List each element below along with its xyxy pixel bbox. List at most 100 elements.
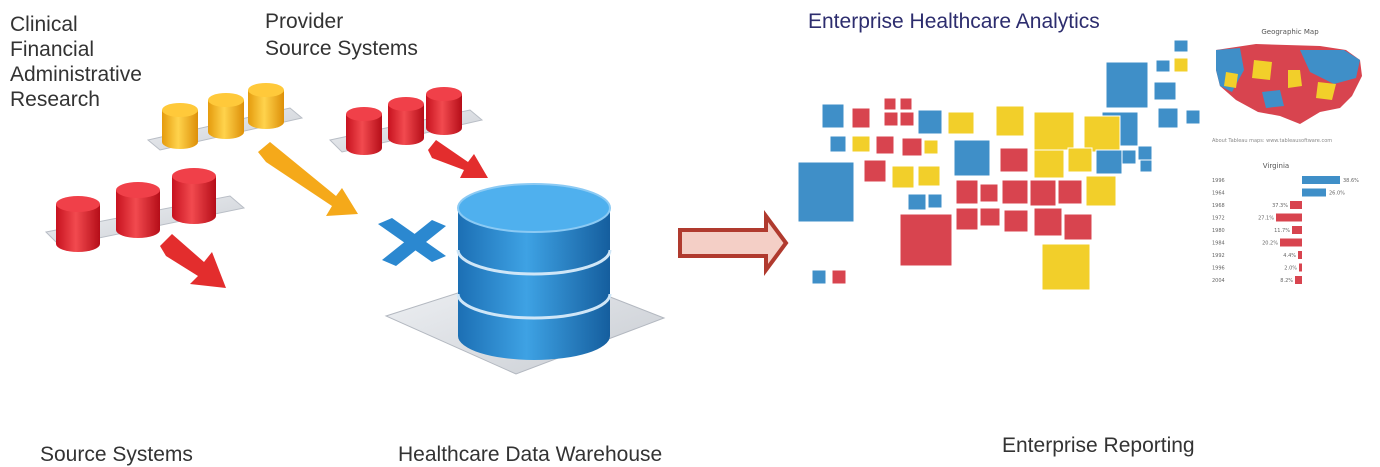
- bar-row-value: 26.0%: [1329, 191, 1345, 197]
- state-tile: [1185, 109, 1201, 125]
- state-tile: [979, 183, 999, 203]
- yellow-arrow-icon: [258, 142, 358, 216]
- state-tile: [1155, 59, 1171, 73]
- source-system-group: [44, 168, 246, 288]
- virginia-bar-chart: Virginia 1996 38.6% 1964 26.0% 1968 37.3% 1972…: [1212, 162, 1359, 284]
- data-categories-label: Clinical Financial Administrative Resear…: [10, 12, 142, 112]
- state-tile: [811, 269, 827, 285]
- state-tile: [1095, 149, 1123, 175]
- state-tile: [899, 111, 915, 127]
- bar-row-year: 1984: [1212, 241, 1225, 247]
- bar-row-year: 1996: [1212, 178, 1225, 184]
- state-tile: [1173, 39, 1189, 53]
- state-tile: [851, 135, 871, 153]
- bar-row-bar: [1299, 263, 1302, 272]
- bar-row-year: 1972: [1212, 216, 1225, 222]
- state-tile: [1173, 57, 1189, 73]
- state-tile: [1029, 179, 1057, 207]
- bar-row-bar: [1295, 276, 1302, 284]
- bar-row-bar: [1298, 251, 1302, 259]
- healthcare-data-warehouse-label: Healthcare Data Warehouse: [398, 443, 663, 466]
- bar-row-value: 38.6%: [1343, 178, 1359, 184]
- bar-row-bar: [1276, 213, 1302, 222]
- state-tile: [1157, 107, 1179, 129]
- category-administrative: Administrative: [10, 63, 142, 86]
- red-database-icon: [56, 168, 216, 252]
- state-tile: [979, 207, 1001, 227]
- state-tile: [907, 193, 927, 211]
- state-tile: [1067, 147, 1093, 173]
- bar-row-year: 1980: [1212, 228, 1225, 234]
- state-tile: [1121, 149, 1137, 165]
- bar-row-value: 27.1%: [1258, 216, 1274, 222]
- source-systems-label: Source Systems: [40, 443, 193, 466]
- state-tile: [999, 147, 1029, 173]
- tile-cartogram-map: [797, 39, 1201, 291]
- bar-row-value: 11.7%: [1274, 228, 1290, 234]
- flow-arrow-icon: [678, 209, 789, 277]
- bar-row-bar: [1302, 188, 1326, 197]
- map-footnote: About Tableau maps: www.tableausoftware.…: [1212, 138, 1332, 144]
- data-warehouse-database-icon: [384, 183, 666, 375]
- state-tile: [917, 165, 941, 187]
- state-tile: [927, 193, 943, 209]
- state-tile: [1137, 145, 1153, 161]
- bar-row-bar: [1292, 226, 1302, 234]
- state-tile: [1063, 213, 1093, 241]
- bar-row-value: 8.2%: [1280, 278, 1293, 284]
- state-tile: [883, 111, 899, 127]
- bar-row-year: 2004: [1212, 278, 1225, 284]
- state-tile: [863, 159, 887, 183]
- state-tile: [953, 139, 991, 177]
- bar-row-bar: [1302, 176, 1340, 184]
- red-database-icon: [346, 87, 462, 155]
- bar-panel-title: Virginia: [1263, 162, 1289, 170]
- state-tile: [1105, 61, 1149, 109]
- provider-line-2: Source Systems: [265, 37, 418, 60]
- provider-source-system-group: [146, 83, 358, 216]
- bar-row-value: 4.4%: [1283, 253, 1296, 259]
- state-tile: [1033, 207, 1063, 237]
- state-tile: [1033, 149, 1065, 179]
- bar-row-bar: [1290, 201, 1302, 209]
- yellow-database-icon: [162, 83, 284, 149]
- state-tile: [851, 107, 871, 129]
- state-tile: [1041, 243, 1091, 291]
- state-tile: [901, 137, 923, 157]
- state-tile: [1085, 175, 1117, 207]
- state-tile: [891, 165, 915, 189]
- state-tile: [955, 207, 979, 231]
- state-tile: [797, 161, 855, 223]
- bar-row-value: 2.0%: [1284, 266, 1297, 272]
- state-tile: [1057, 179, 1083, 205]
- bar-row-value: 37.3%: [1272, 203, 1288, 209]
- bar-row-value: 20.2%: [1262, 241, 1278, 247]
- state-tile: [883, 97, 897, 111]
- bar-row-year: 1964: [1212, 191, 1225, 197]
- state-tile: [917, 109, 943, 135]
- bar-row-year: 1996: [1212, 266, 1225, 272]
- geo-map-title: Geographic Map: [1261, 28, 1319, 36]
- provider-source-systems-label: Provider Source Systems: [265, 9, 418, 63]
- provider-line-1: Provider: [265, 10, 344, 33]
- enterprise-reporting-label: Enterprise Reporting: [1002, 434, 1195, 457]
- state-tile: [923, 139, 939, 155]
- state-tile: [899, 97, 913, 111]
- state-tile: [995, 105, 1025, 137]
- red-source-system-group: [328, 87, 488, 178]
- state-tile: [1139, 159, 1153, 173]
- bar-row-year: 1968: [1212, 203, 1225, 209]
- state-tile: [829, 135, 847, 153]
- category-financial: Financial: [10, 38, 95, 61]
- state-tile: [1033, 111, 1075, 151]
- state-tile: [831, 269, 847, 285]
- bar-row-bar: [1280, 238, 1302, 247]
- state-tile: [1153, 81, 1177, 101]
- bar-row-year: 1992: [1212, 253, 1225, 259]
- category-clinical: Clinical: [10, 13, 78, 36]
- state-tile: [875, 135, 895, 155]
- red-arrow-icon: [160, 234, 226, 288]
- state-tile: [1001, 179, 1029, 205]
- category-research: Research: [10, 88, 100, 111]
- plus-cross-icon: [378, 218, 446, 266]
